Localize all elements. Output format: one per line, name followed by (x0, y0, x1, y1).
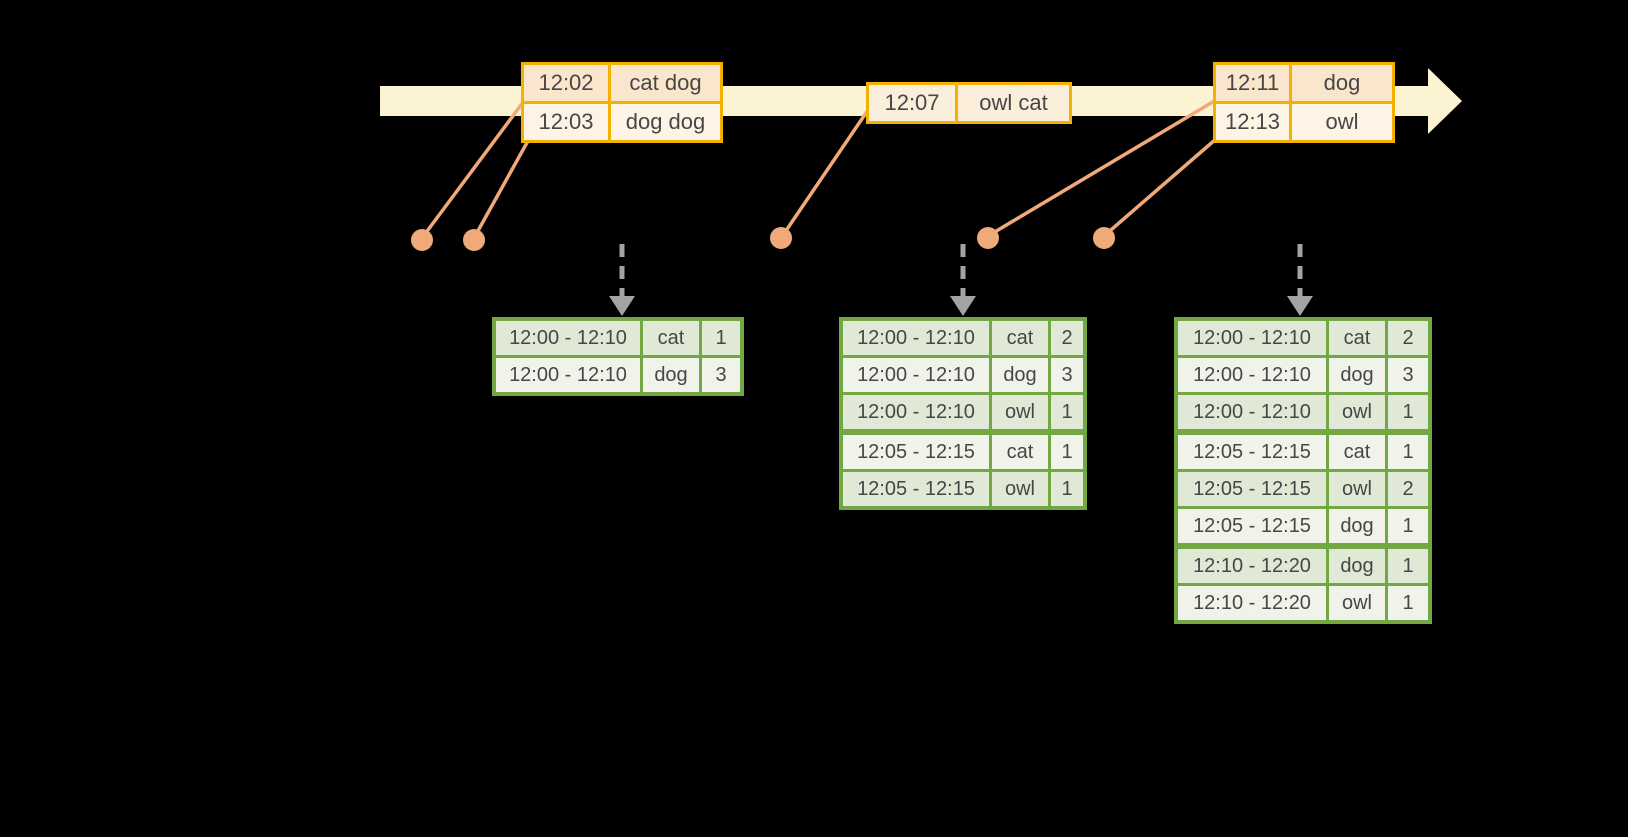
event-dot-icon (1093, 227, 1115, 249)
window-range: 12:05 - 12:15 (843, 435, 989, 469)
result-row: 12:00 - 12:10 dog 3 (496, 358, 740, 392)
result-row: 12:00 - 12:10 dog 3 (843, 358, 1083, 392)
result-row: 12:10 - 12:20 dog 1 (1178, 549, 1428, 583)
result-row: 12:05 - 12:15 cat 1 (843, 435, 1083, 469)
result-row: 12:05 - 12:15 cat 1 (1178, 435, 1428, 469)
event-words: dog dog (611, 104, 720, 140)
down-arrow-icon (609, 244, 635, 316)
count: 1 (1051, 435, 1083, 469)
event-dot-icon (977, 227, 999, 249)
event-time: 12:07 (869, 85, 955, 121)
window-range: 12:00 - 12:10 (1178, 358, 1326, 392)
event-connector-line (472, 138, 531, 239)
event-words: dog (1292, 65, 1392, 101)
word: owl (1329, 472, 1385, 506)
result-table-1: 12:00 - 12:10 cat 1 12:00 - 12:10 dog 3 (492, 317, 744, 396)
word: owl (1329, 395, 1385, 429)
result-row: 12:05 - 12:15 owl 2 (1178, 472, 1428, 506)
word: owl (992, 395, 1048, 429)
window-range: 12:00 - 12:10 (1178, 321, 1326, 355)
event-dot-icon (463, 229, 485, 251)
count: 2 (1388, 321, 1428, 355)
count: 1 (702, 321, 740, 355)
result-row: 12:00 - 12:10 cat 2 (843, 321, 1083, 355)
event-table-3: 12:11 dog 12:13 owl (1213, 62, 1395, 143)
event-table-1: 12:02 cat dog 12:03 dog dog (521, 62, 723, 143)
window-range: 12:00 - 12:10 (843, 358, 989, 392)
count: 1 (1388, 509, 1428, 543)
event-connector-line (779, 109, 870, 239)
result-row: 12:00 - 12:10 cat 2 (1178, 321, 1428, 355)
window-range: 12:00 - 12:10 (843, 395, 989, 429)
result-row: 12:05 - 12:15 owl 1 (843, 472, 1083, 506)
count: 1 (1388, 586, 1428, 620)
word: owl (1329, 586, 1385, 620)
result-row: 12:00 - 12:10 owl 1 (1178, 395, 1428, 429)
event-row: 12:13 owl (1216, 104, 1392, 140)
event-time: 12:11 (1216, 65, 1289, 101)
event-connector-line (420, 99, 526, 240)
window-range: 12:05 - 12:15 (843, 472, 989, 506)
event-connector-line (987, 98, 1217, 238)
window-range: 12:10 - 12:20 (1178, 586, 1326, 620)
event-words: owl (1292, 104, 1392, 140)
down-arrow-icon (1287, 244, 1313, 316)
count: 2 (1051, 321, 1083, 355)
result-row: 12:05 - 12:15 dog 1 (1178, 509, 1428, 543)
event-time: 12:02 (524, 65, 608, 101)
word: dog (992, 358, 1048, 392)
window-range: 12:05 - 12:15 (1178, 472, 1326, 506)
count: 3 (1051, 358, 1083, 392)
count: 1 (1051, 395, 1083, 429)
result-row: 12:10 - 12:20 owl 1 (1178, 586, 1428, 620)
count: 1 (1388, 549, 1428, 583)
event-words: cat dog (611, 65, 720, 101)
event-time: 12:03 (524, 104, 608, 140)
event-connector-line (1102, 137, 1218, 238)
event-row: 12:03 dog dog (524, 104, 720, 140)
window-range: 12:00 - 12:10 (843, 321, 989, 355)
word: dog (1329, 549, 1385, 583)
result-row: 12:00 - 12:10 dog 3 (1178, 358, 1428, 392)
window-range: 12:05 - 12:15 (1178, 509, 1326, 543)
count: 2 (1388, 472, 1428, 506)
event-time: 12:13 (1216, 104, 1289, 140)
result-table-3: 12:00 - 12:10 cat 2 12:00 - 12:10 dog 3 … (1174, 317, 1432, 624)
result-row: 12:00 - 12:10 owl 1 (843, 395, 1083, 429)
event-dot-icon (411, 229, 433, 251)
word: cat (992, 321, 1048, 355)
word: cat (1329, 321, 1385, 355)
event-dot-icon (770, 227, 792, 249)
count: 1 (1051, 472, 1083, 506)
down-arrow-icon (950, 244, 976, 316)
count: 1 (1388, 395, 1428, 429)
word: dog (643, 358, 699, 392)
word: cat (992, 435, 1048, 469)
word: dog (1329, 358, 1385, 392)
word: cat (643, 321, 699, 355)
word: cat (1329, 435, 1385, 469)
count: 3 (1388, 358, 1428, 392)
event-table-2: 12:07 owl cat (866, 82, 1072, 124)
event-row: 12:07 owl cat (869, 85, 1069, 121)
result-row: 12:00 - 12:10 cat 1 (496, 321, 740, 355)
event-row: 12:02 cat dog (524, 65, 720, 101)
word: owl (992, 472, 1048, 506)
event-words: owl cat (958, 85, 1069, 121)
window-range: 12:10 - 12:20 (1178, 549, 1326, 583)
word: dog (1329, 509, 1385, 543)
window-range: 12:00 - 12:10 (1178, 395, 1326, 429)
window-range: 12:05 - 12:15 (1178, 435, 1326, 469)
window-range: 12:00 - 12:10 (496, 358, 640, 392)
count: 1 (1388, 435, 1428, 469)
count: 3 (702, 358, 740, 392)
event-row: 12:11 dog (1216, 65, 1392, 101)
window-range: 12:00 - 12:10 (496, 321, 640, 355)
timeline-arrowhead-icon (1428, 68, 1462, 134)
result-table-2: 12:00 - 12:10 cat 2 12:00 - 12:10 dog 3 … (839, 317, 1087, 510)
